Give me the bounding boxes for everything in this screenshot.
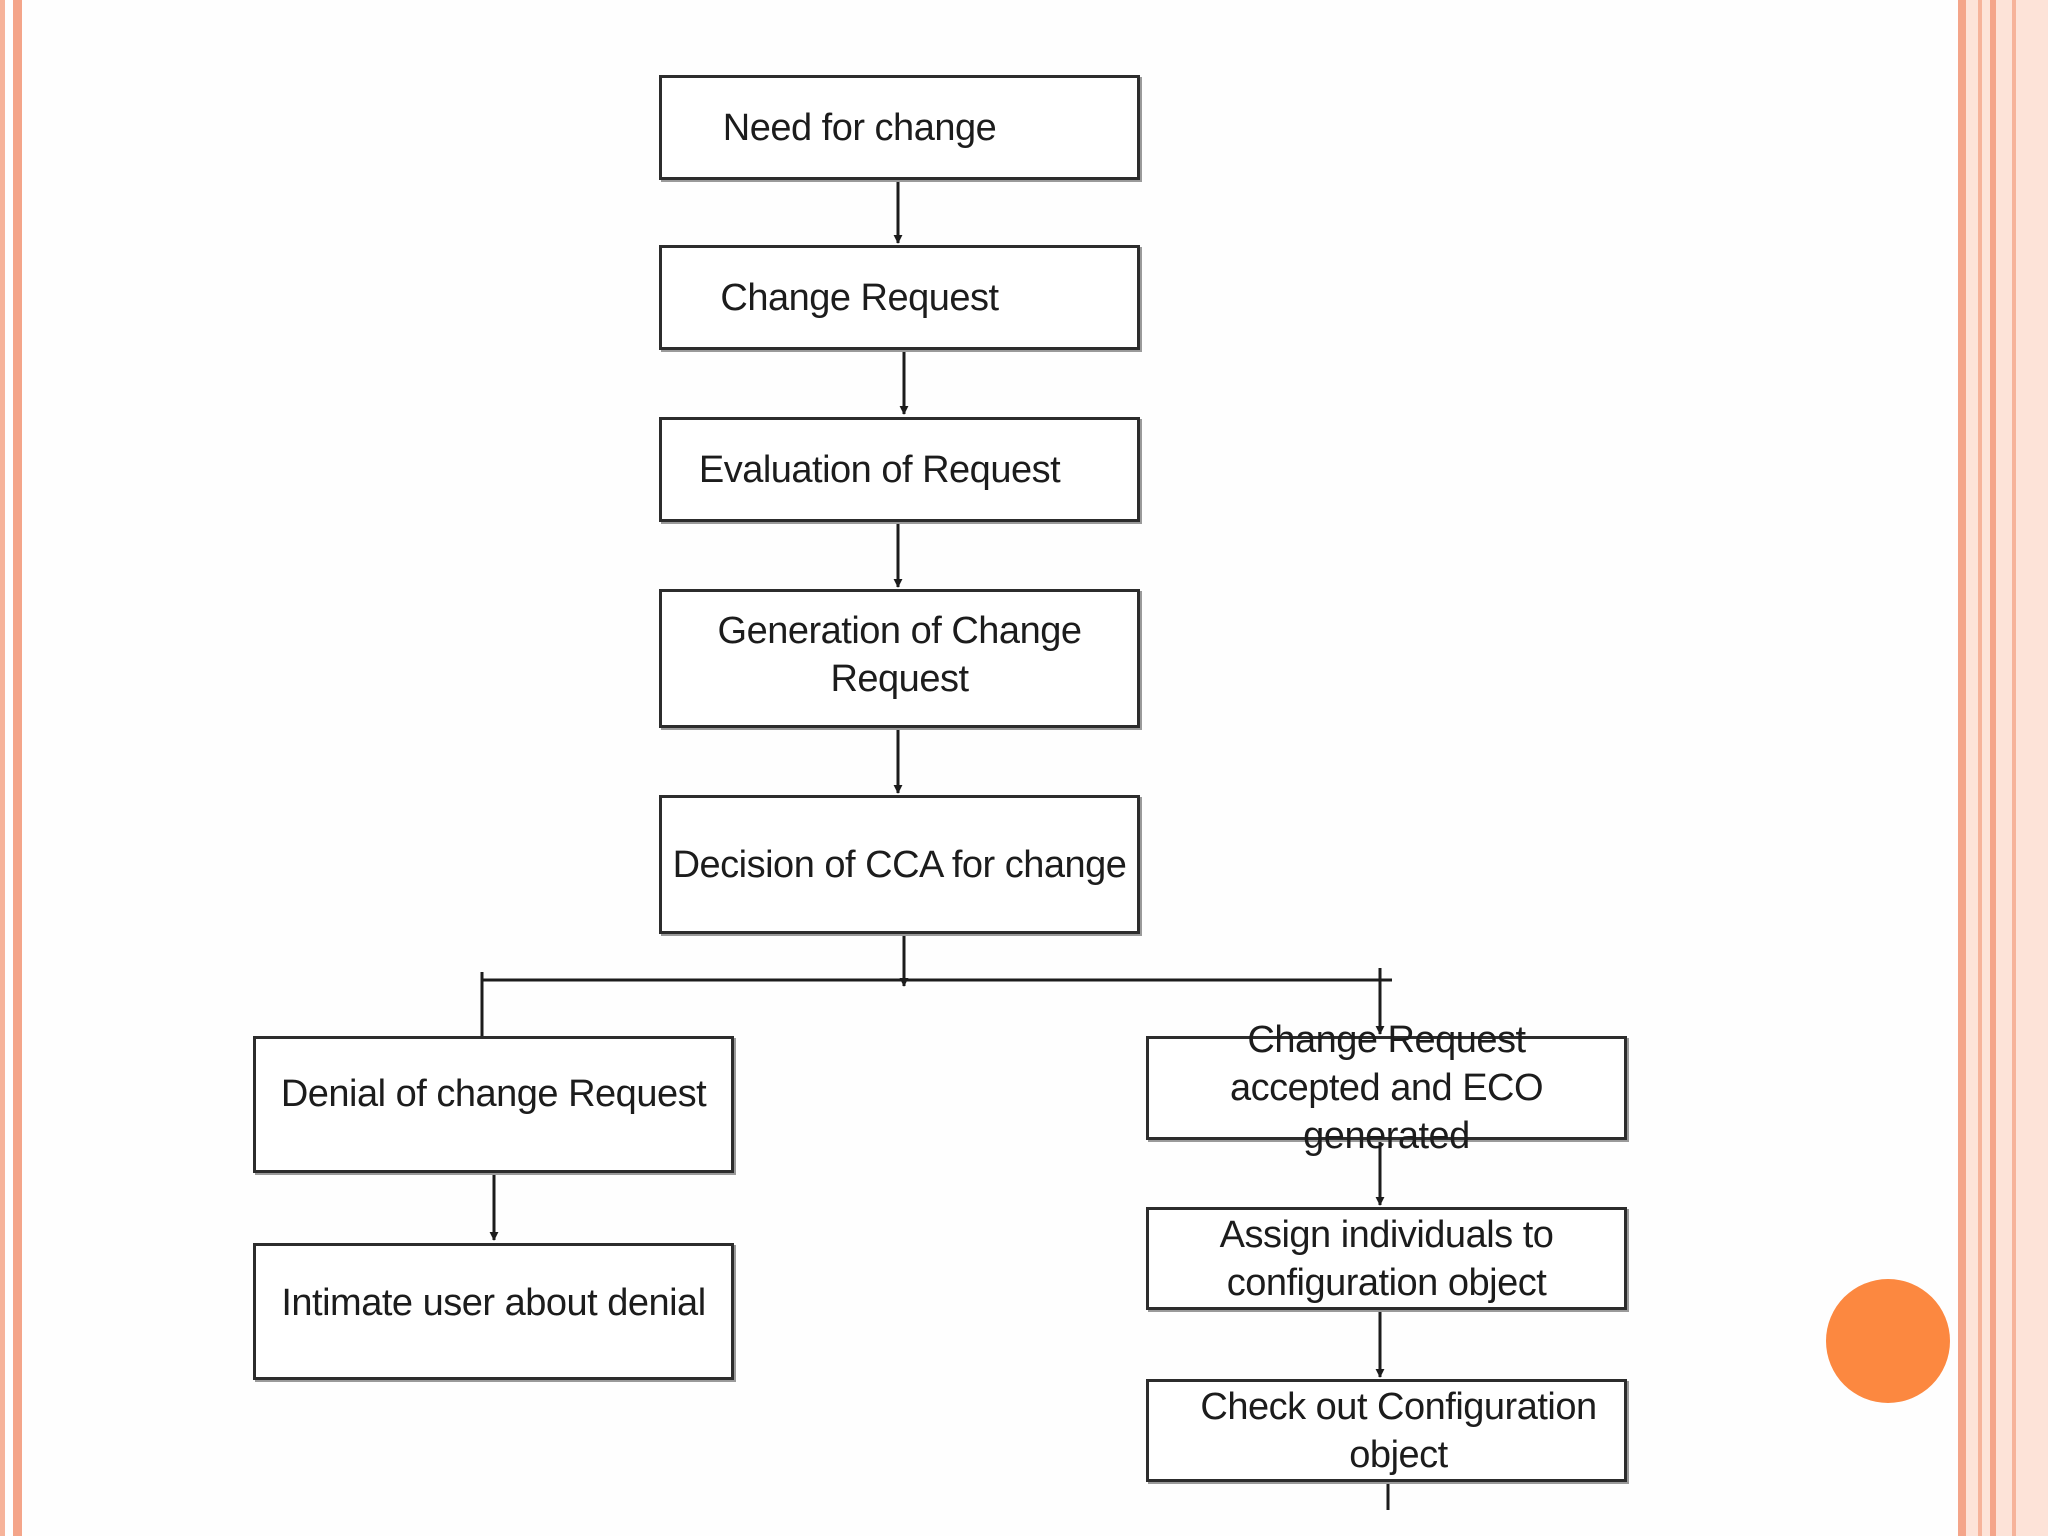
right-border-line-4 xyxy=(2012,0,2016,1536)
node-change-request-label: Change Request xyxy=(720,276,999,319)
node-check-out-label: Check out Configuration object xyxy=(1200,1385,1597,1476)
right-border-line-3 xyxy=(1990,0,1996,1536)
left-border-line-outer xyxy=(0,0,5,1536)
node-denial-of-change-request-label: Denial of change Request xyxy=(280,1072,707,1115)
node-intimate-user-label: Intimate user about denial xyxy=(281,1281,706,1324)
right-border-panel xyxy=(1958,0,2048,1536)
node-change-request: Change Request xyxy=(659,245,1140,350)
node-intimate-user: Intimate user about denial xyxy=(253,1243,734,1380)
right-border-line-1 xyxy=(1958,0,1966,1536)
decorative-circle xyxy=(1826,1279,1950,1403)
right-border-line-2 xyxy=(1978,0,1982,1536)
node-accepted-eco-label: Change Request accepted and ECO generate… xyxy=(1229,1019,1544,1157)
node-assign-individuals-label: Assign individuals to configuration obje… xyxy=(1219,1213,1554,1304)
node-assign-individuals: Assign individuals to configuration obje… xyxy=(1146,1207,1627,1310)
node-check-out: Check out Configuration object xyxy=(1146,1379,1627,1482)
node-evaluation-of-request: Evaluation of Request xyxy=(659,417,1140,522)
node-accepted-eco: Change Request accepted and ECO generate… xyxy=(1146,1019,1627,1157)
node-decision-of-cca-label: Decision of CCA for change xyxy=(672,843,1127,886)
node-decision-of-cca: Decision of CCA for change xyxy=(659,795,1140,934)
node-generation-of-change-request: Generation of Change Request xyxy=(659,589,1140,728)
node-need-for-change: Need for change xyxy=(659,75,1140,180)
node-generation-of-change-request-label: Generation of Change Request xyxy=(717,609,1082,700)
node-denial-of-change-request: Denial of change Request xyxy=(253,1036,734,1173)
node-need-for-change-label: Need for change xyxy=(722,106,997,149)
node-evaluation-of-request-label: Evaluation of Request xyxy=(698,448,1061,491)
left-border-line-inner xyxy=(13,0,22,1536)
